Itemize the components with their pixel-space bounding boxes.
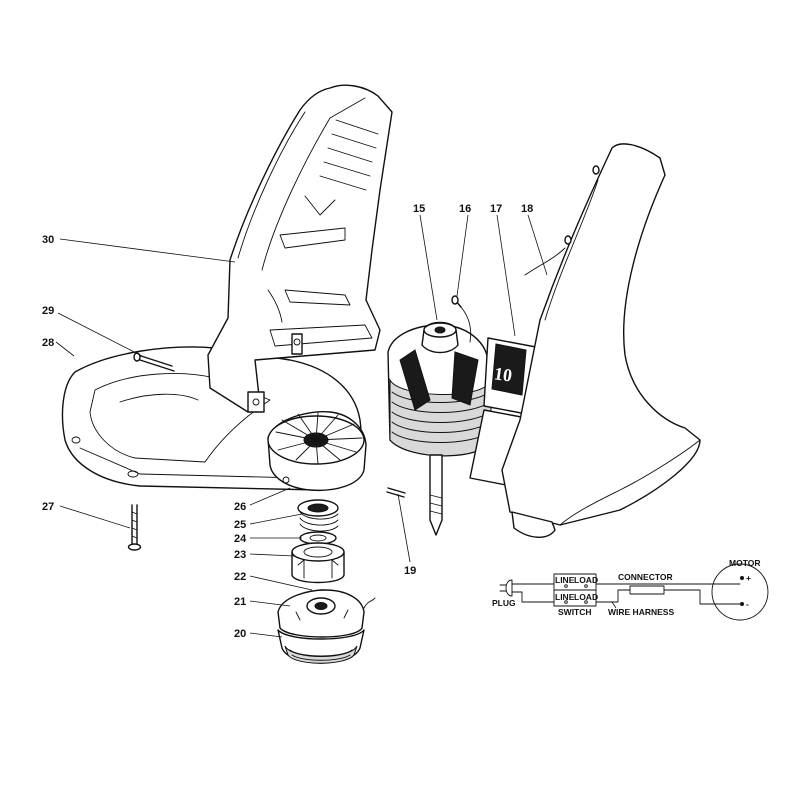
callout-24: 24 <box>234 533 247 545</box>
label-plug: PLUG <box>492 598 516 608</box>
part-19-pin <box>386 487 406 498</box>
label-decal-text: 10 <box>493 363 514 385</box>
part-24-washer <box>299 531 337 545</box>
part-30-housing-left <box>207 84 393 413</box>
part-26-fan <box>267 411 367 492</box>
callout-30: 30 <box>42 234 54 246</box>
leader-lines <box>55 214 548 638</box>
plug-symbol <box>499 579 513 597</box>
callout-27: 27 <box>42 501 54 513</box>
part-23-spool-holder <box>291 542 345 584</box>
part-15-motor <box>387 321 493 536</box>
part-25-spring <box>297 499 339 532</box>
switch-load-top: LOAD <box>574 575 598 585</box>
motor-plus: + <box>746 573 751 583</box>
label-connector: CONNECTOR <box>618 572 673 582</box>
switch-load-bottom: LOAD <box>574 592 598 602</box>
motor-minus: - <box>746 599 749 609</box>
callout-15: 15 <box>413 203 425 215</box>
part-27-screw <box>127 504 142 551</box>
callout-17: 17 <box>490 203 502 215</box>
connector-symbol <box>629 585 665 595</box>
motor-symbol <box>711 563 769 621</box>
switch-line-top: LINE <box>555 575 575 585</box>
callout-26: 26 <box>234 501 246 513</box>
callout-23: 23 <box>234 549 246 561</box>
part-20-spool-line <box>277 629 365 664</box>
callout-29: 29 <box>42 305 54 317</box>
callout-28: 28 <box>42 337 54 349</box>
label-wire-harness: WIRE HARNESS <box>608 607 674 617</box>
part-16-wire-clip <box>451 295 472 343</box>
callout-22: 22 <box>234 571 246 583</box>
part-18-housing-right <box>501 143 701 538</box>
callout-numbers: 30 29 28 27 26 25 24 23 22 21 20 19 15 1… <box>42 203 533 640</box>
callout-25: 25 <box>234 519 246 531</box>
label-motor: MOTOR <box>729 558 760 568</box>
switch-line-bottom: LINE <box>555 592 575 602</box>
callout-19: 19 <box>404 565 416 577</box>
callout-18: 18 <box>521 203 533 215</box>
callout-16: 16 <box>459 203 471 215</box>
part-29-screw <box>133 352 175 372</box>
callout-21: 21 <box>234 596 246 608</box>
label-switch: SWITCH <box>558 607 592 617</box>
wiring-schematic: LINE LOAD LINE LOAD + - MOTOR CONNECTOR … <box>492 558 769 621</box>
part-21-spool-cap <box>277 589 376 638</box>
callout-20: 20 <box>234 628 246 640</box>
